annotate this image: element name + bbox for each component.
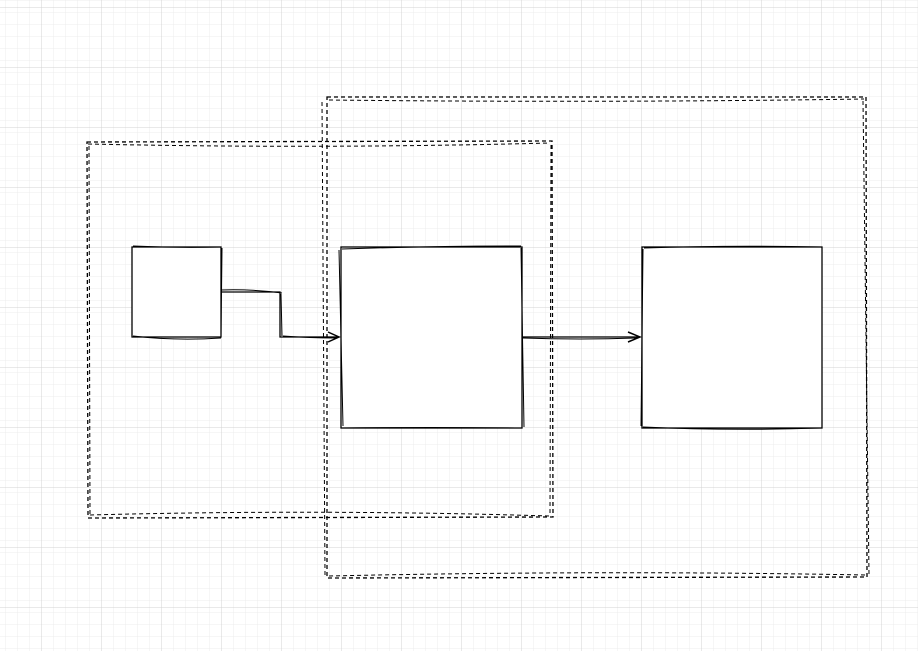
group-container-right[interactable] xyxy=(321,96,870,579)
group-container-left[interactable] xyxy=(86,140,554,519)
arrowhead-icon xyxy=(327,331,341,343)
connector-middle-to-right[interactable] xyxy=(522,331,642,343)
node-right[interactable] xyxy=(640,245,823,430)
connector-small-to-middle[interactable] xyxy=(220,289,341,343)
node-small[interactable] xyxy=(131,245,223,340)
node-middle[interactable] xyxy=(338,245,525,429)
arrowhead-icon xyxy=(627,331,642,343)
